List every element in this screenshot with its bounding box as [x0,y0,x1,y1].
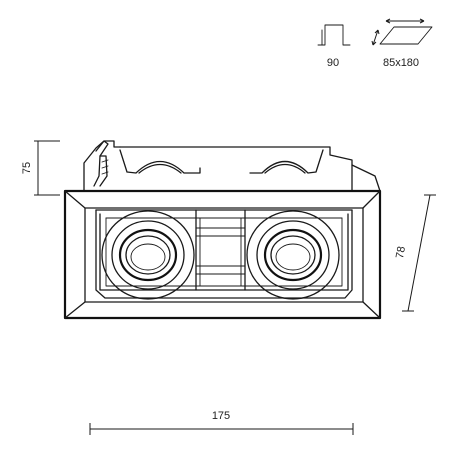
width-dimension [89,423,354,435]
cutout-size-label: 85x180 [383,57,419,69]
depth-dimension-label: 78 [394,245,408,259]
cutout-depth-icon [317,24,351,46]
left-lamp [101,210,195,300]
height-dimension [34,140,60,196]
cutout-depth-label: 90 [327,57,339,69]
spotlight-fixture [63,140,382,320]
width-dimension-label: 175 [212,410,230,422]
height-dimension-label: 75 [21,162,33,174]
depth-dimension [402,194,436,312]
cutout-size-icon [371,18,433,46]
right-lamp [246,210,340,300]
